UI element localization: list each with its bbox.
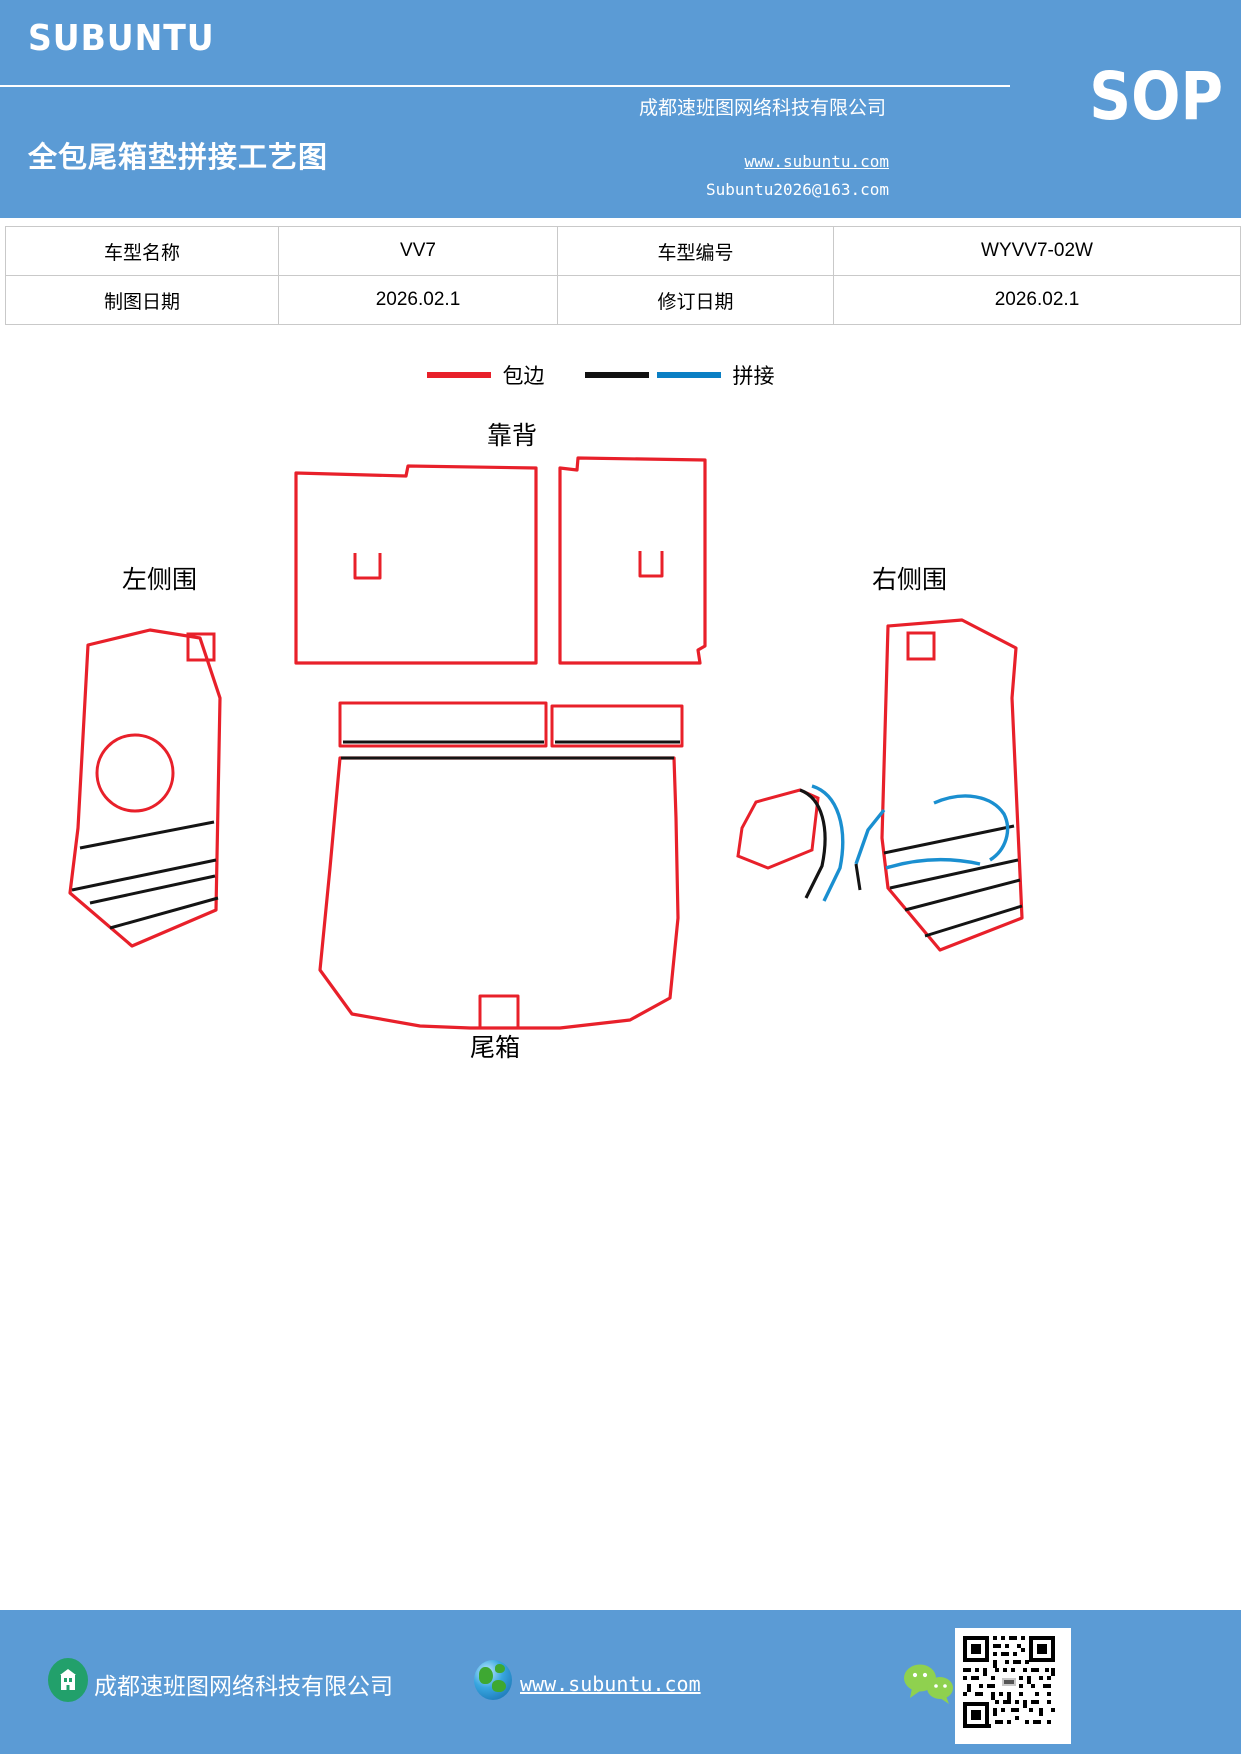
legend-item-edging: 包边 <box>426 360 585 390</box>
table-row: 车型名称 VV7 车型编号 WYVV7-02W <box>5 226 1241 276</box>
right-panel-splice-arc <box>885 794 1010 870</box>
part-label-right-side: 右侧围 <box>872 565 948 594</box>
building-glyph-icon <box>60 1669 76 1690</box>
draw-date-value: 2026.02.1 <box>278 275 558 325</box>
wechat-icon <box>900 1662 960 1704</box>
part-label-left-side: 左侧围 <box>122 565 198 594</box>
model-number-label: 车型编号 <box>557 226 834 276</box>
pattern-diagram: 靠背 左侧围 右侧围 尾箱 <box>0 398 1241 1098</box>
trunk-upper-strip-right <box>550 704 684 748</box>
left-side-panel <box>68 628 222 948</box>
globe-icon <box>474 1660 512 1700</box>
right-wheel-arch-piece <box>736 784 886 902</box>
trunk-upper-strip-left <box>338 701 548 748</box>
legend: 包边 拼接 <box>0 360 1241 390</box>
pattern-outlines-svg <box>68 456 1024 1030</box>
trunk-main-panel <box>318 756 680 1030</box>
page-title: 全包尾箱垫拼接工艺图 <box>28 140 329 174</box>
qr-code-icon <box>955 1628 1071 1744</box>
header-company-name: 成都速班图网络科技有限公司 <box>638 97 886 119</box>
draw-date-label: 制图日期 <box>5 275 279 325</box>
part-label-backrest: 靠背 <box>487 421 538 450</box>
backrest-right-panel <box>558 456 707 665</box>
legend-swatch-blue-icon <box>656 372 721 378</box>
right-side-panel <box>880 618 1024 952</box>
footer-company-name: 成都速班图网络科技有限公司 <box>94 1674 393 1700</box>
footer-website-link[interactable]: www.subuntu.com <box>520 1672 701 1696</box>
model-name-label: 车型名称 <box>5 226 279 276</box>
backrest-left-panel <box>294 464 538 665</box>
legend-label-splice: 拼接 <box>732 364 775 388</box>
model-number-value: WYVV7-02W <box>833 226 1241 276</box>
page-footer: 成都速班图网络科技有限公司 www.subuntu.com <box>0 1610 1241 1754</box>
building-icon <box>48 1658 88 1702</box>
wechat-glyph-icon <box>904 1664 953 1704</box>
page-header: SUBUNTU 成都速班图网络科技有限公司 全包尾箱垫拼接工艺图 SOP www… <box>0 0 1241 218</box>
revision-date-label: 修订日期 <box>557 275 834 325</box>
qr-code-glyph-icon <box>959 1632 1059 1732</box>
table-row: 制图日期 2026.02.1 修订日期 2026.02.1 <box>5 275 1241 325</box>
header-website-link[interactable]: www.subuntu.com <box>744 152 890 171</box>
part-label-trunk: 尾箱 <box>470 1033 521 1062</box>
model-name-value: VV7 <box>278 226 558 276</box>
legend-item-splice: 拼接 <box>584 360 815 390</box>
legend-swatch-red-icon <box>426 372 491 378</box>
header-divider <box>0 85 1010 87</box>
brand-logo: SUBUNTU <box>28 18 215 59</box>
vehicle-info-table: 车型名称 VV7 车型编号 WYVV7-02W 制图日期 2026.02.1 修… <box>5 226 1241 325</box>
legend-swatch-black-icon <box>584 372 649 378</box>
sop-badge: SOP <box>1089 58 1223 135</box>
header-email: Subuntu2026@163.com <box>705 180 889 199</box>
legend-label-edging: 包边 <box>502 364 545 388</box>
revision-date-value: 2026.02.1 <box>833 275 1241 325</box>
